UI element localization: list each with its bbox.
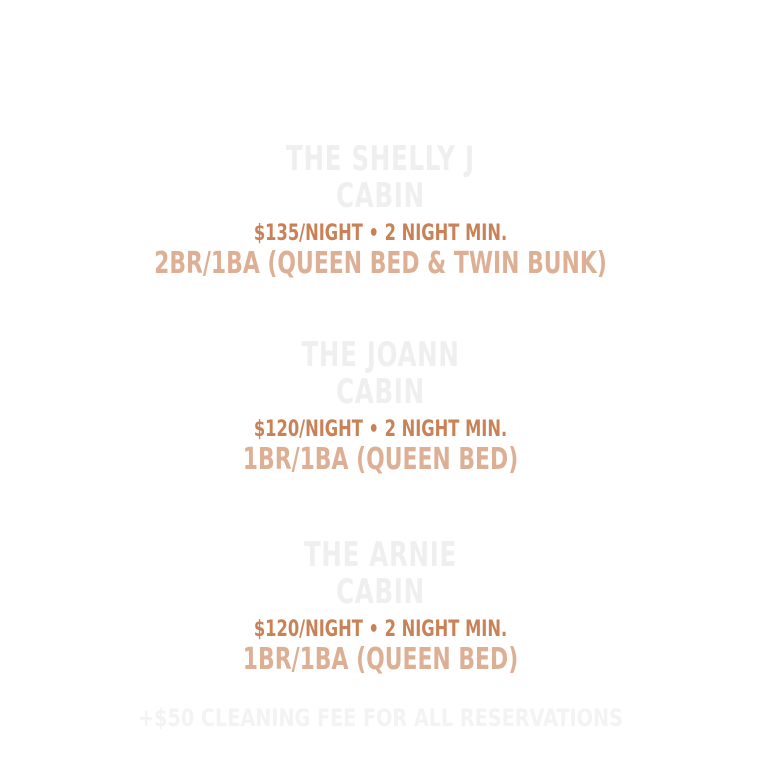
cabin-name-line2: CABIN — [336, 176, 425, 216]
cabin-rooms: 1BR/1BA (QUEEN BED) — [242, 642, 519, 677]
cabin-name-line1: THE ARNIE — [303, 535, 458, 575]
cabin-name-line1: THE SHELLY J — [286, 139, 475, 179]
cabin-name-line2: CABIN — [336, 372, 425, 412]
cabin-listing-shelly-j: THE SHELLY J CABIN $135/NIGHT • 2 NIGHT … — [0, 141, 761, 280]
cabin-rooms: 1BR/1BA (QUEEN BED) — [242, 442, 519, 477]
cabin-listing-joann: THE JOANN CABIN $120/NIGHT • 2 NIGHT MIN… — [0, 337, 761, 476]
cleaning-fee-note: +$50 CLEANING FEE FOR ALL RESERVATIONS — [138, 704, 623, 732]
cabin-name-line2: CABIN — [336, 572, 425, 612]
cabin-rooms: 2BR/1BA (QUEEN BED & TWIN BUNK) — [154, 246, 607, 281]
cabin-price: $135/NIGHT • 2 NIGHT MIN. — [253, 221, 508, 246]
cabin-listing-arnie: THE ARNIE CABIN $120/NIGHT • 2 NIGHT MIN… — [0, 537, 761, 676]
cabin-price: $120/NIGHT • 2 NIGHT MIN. — [253, 617, 508, 642]
cabin-price: $120/NIGHT • 2 NIGHT MIN. — [253, 417, 508, 442]
cabin-name-line1: THE JOANN — [301, 335, 460, 375]
